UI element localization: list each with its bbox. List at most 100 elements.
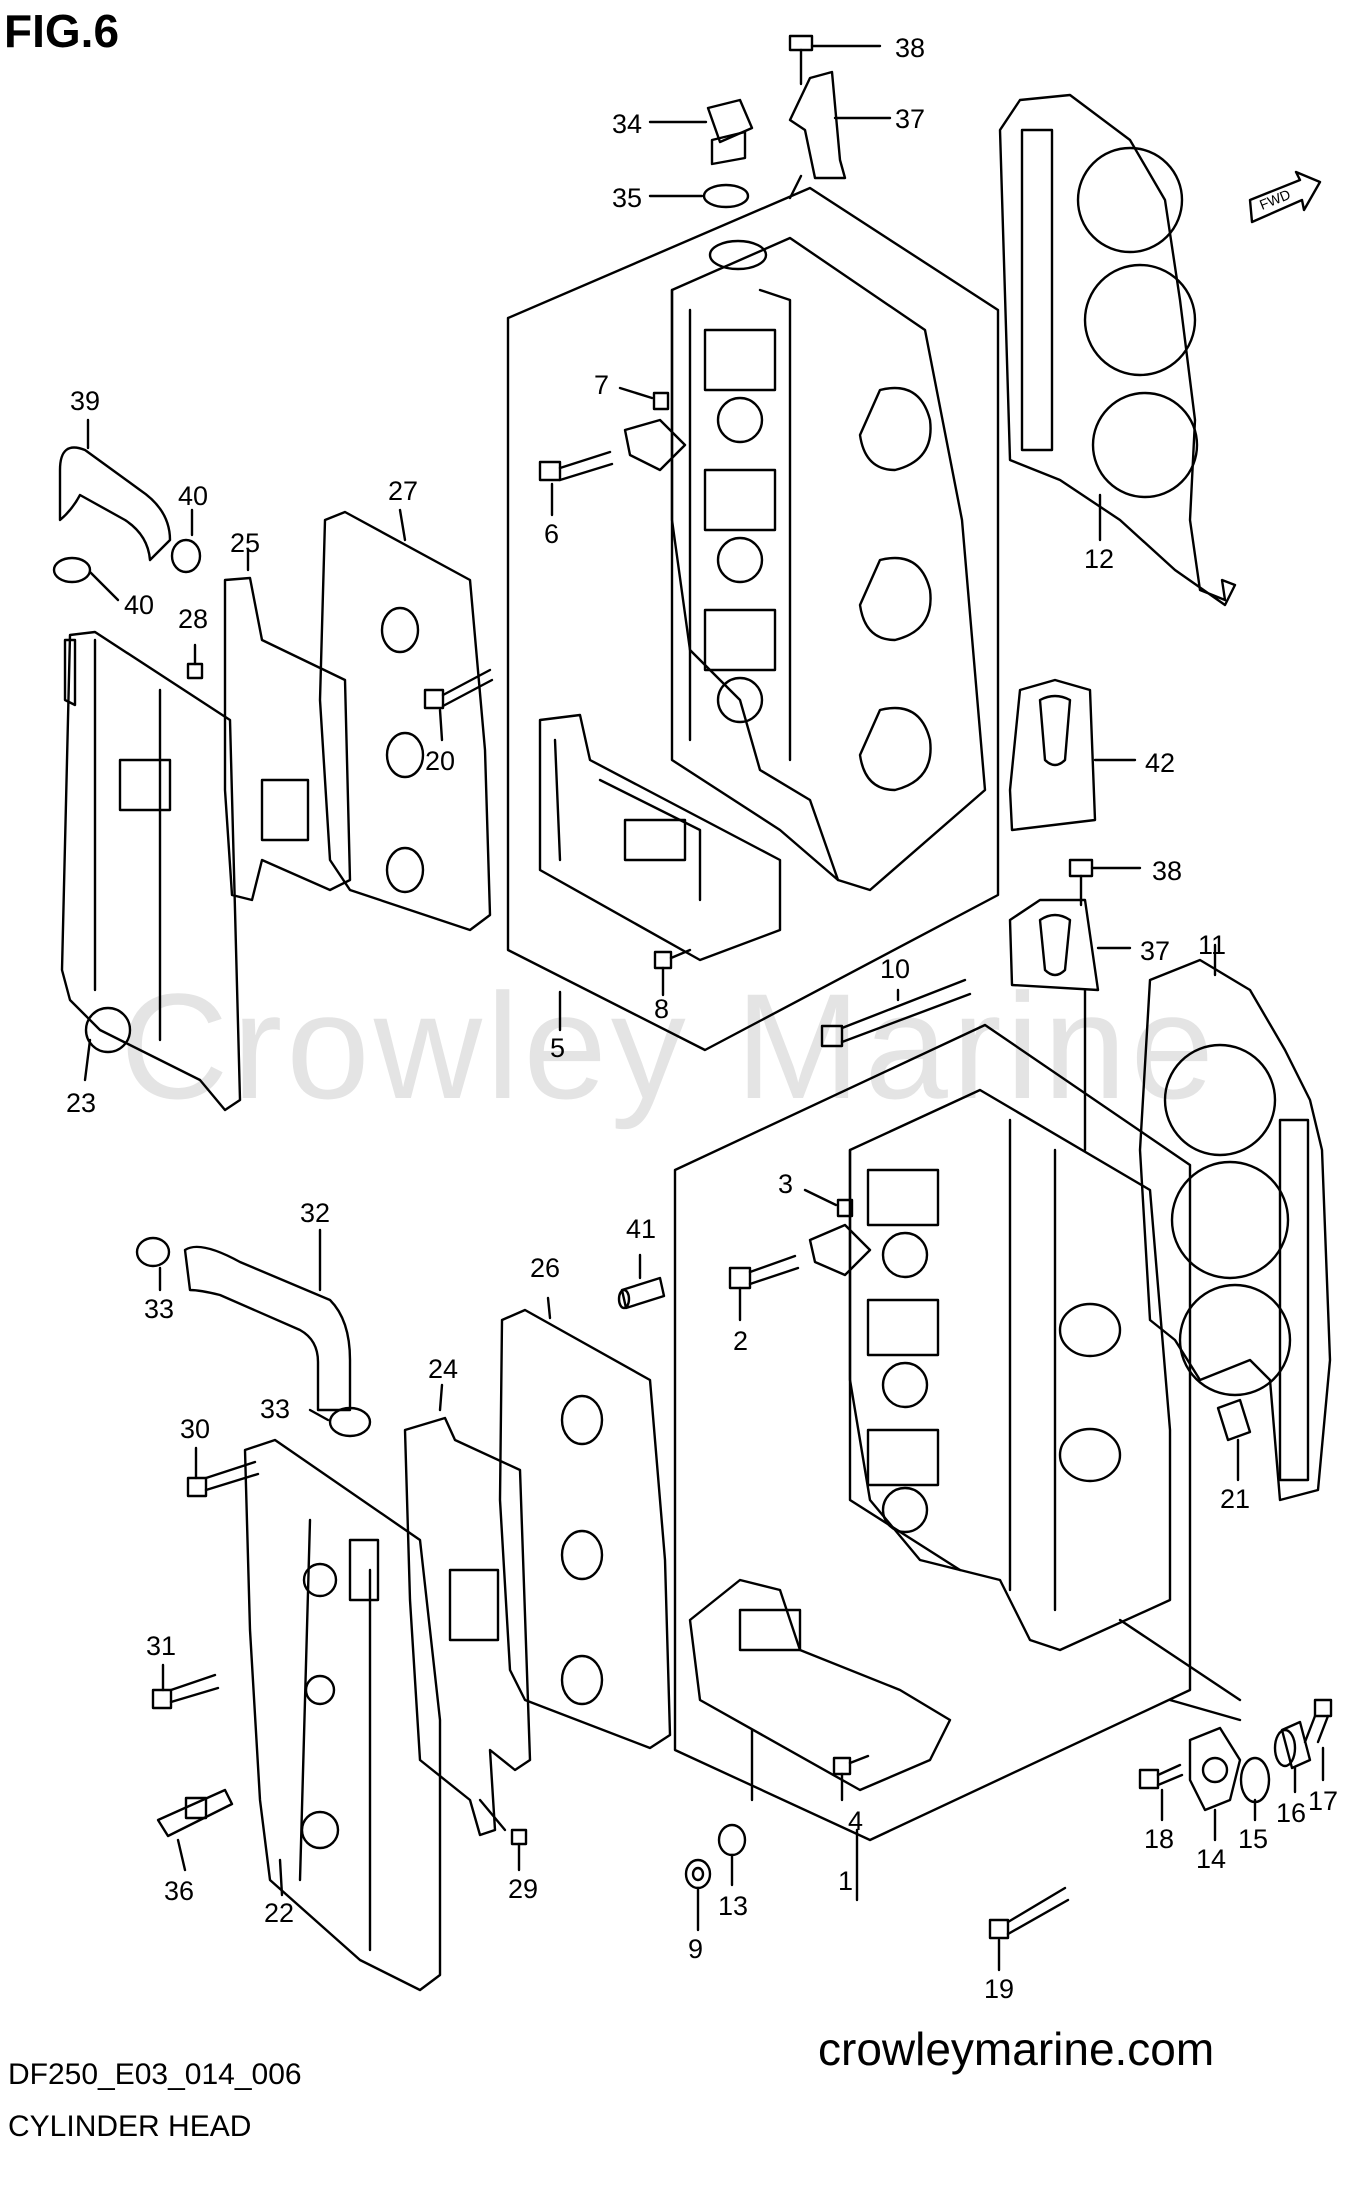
- callout-17: 17: [1308, 1786, 1338, 1816]
- bolt-19: [988, 1886, 1070, 1972]
- callout-35: 35: [612, 183, 642, 213]
- bolt-10: [820, 978, 972, 1048]
- website-text: crowleymarine.com: [818, 2023, 1215, 2075]
- plug-16: [1273, 1720, 1312, 1794]
- hose-32: [183, 1228, 352, 1412]
- cover-14: [1168, 1698, 1242, 1842]
- water-jacket-cover-23: [60, 630, 242, 1112]
- callout-10: 10: [880, 954, 910, 984]
- upper-cylinder-head: [538, 236, 987, 962]
- callout-41: 41: [626, 1214, 656, 1244]
- head-gasket-12: [998, 93, 1237, 607]
- callout-38-middle: 38: [1152, 856, 1182, 886]
- clamp-40-lower: [52, 556, 120, 602]
- callout-38-top: 38: [895, 33, 925, 63]
- callout-42: 42: [1145, 748, 1175, 778]
- cylinder-head-cover-gasket-26: [498, 1296, 672, 1750]
- diagram-name: CYLINDER HEAD: [8, 2110, 252, 2143]
- bracket-37-top: [788, 70, 892, 200]
- callout-40-lower: 40: [124, 590, 154, 620]
- callout-30: 30: [180, 1414, 210, 1444]
- bolt-2: [728, 1254, 800, 1322]
- bracket-37-middle: [1008, 898, 1132, 1152]
- figure-title: FIG.6: [4, 5, 120, 57]
- water-jacket-cover-22: [243, 1438, 442, 1992]
- callout-32: 32: [300, 1198, 330, 1228]
- callout-1: 1: [838, 1866, 853, 1896]
- callout-13: 13: [718, 1891, 748, 1921]
- callout-3: 3: [778, 1169, 793, 1199]
- callout-21: 21: [1220, 1484, 1250, 1514]
- clamp-33-left: [135, 1236, 171, 1292]
- callout-7: 7: [594, 370, 609, 400]
- sensor-36: [156, 1788, 234, 1872]
- callout-9: 9: [688, 1934, 703, 1964]
- bolt-4: [832, 1754, 870, 1802]
- callout-26: 26: [530, 1253, 560, 1283]
- fwd-arrow-icon: FWD: [1248, 170, 1322, 224]
- hose-39: [58, 418, 172, 562]
- callout-33-left: 33: [144, 1294, 174, 1324]
- callout-12: 12: [1084, 544, 1114, 574]
- clamp-33-right: [308, 1406, 372, 1438]
- leader-14-frame: [1118, 1618, 1242, 1702]
- callout-27: 27: [388, 476, 418, 506]
- callout-14: 14: [1196, 1844, 1226, 1874]
- callout-36: 36: [164, 1876, 194, 1906]
- callout-31: 31: [146, 1631, 176, 1661]
- bolt-6: [538, 450, 614, 517]
- bolt-31: [151, 1663, 220, 1710]
- pin-28: [186, 643, 204, 680]
- bolt-18: [1138, 1763, 1184, 1822]
- bolt-8: [653, 948, 692, 997]
- dowel-pin-21: [1216, 1398, 1252, 1482]
- diagram-code: DF250_E03_014_006: [8, 2058, 302, 2091]
- callout-20: 20: [425, 746, 455, 776]
- o-ring-15: [1239, 1756, 1271, 1822]
- washer-13: [717, 1823, 747, 1887]
- bracket-42: [1008, 678, 1137, 832]
- callout-labels: 1 2 3 4 5 6 7 8 9 10 11 12 13 14 15 16 1…: [66, 33, 1338, 2004]
- callout-8: 8: [654, 994, 669, 1024]
- bolt-29: [478, 1798, 528, 1872]
- callout-11: 11: [1198, 930, 1226, 960]
- o-ring-35: [648, 183, 750, 209]
- callout-24: 24: [428, 1354, 458, 1384]
- oil-filler-cap-34: [648, 98, 754, 166]
- pin-3: [803, 1188, 872, 1277]
- bolt-30: [186, 1446, 260, 1498]
- callout-2: 2: [733, 1326, 748, 1356]
- lower-cylinder-head: [688, 1088, 1172, 1792]
- callout-37-top: 37: [895, 104, 925, 134]
- gasket-24: [403, 1383, 532, 1837]
- cylinder-head-cover-gasket-27: [318, 508, 492, 932]
- lower-head-assembly-frame: [673, 1023, 1192, 1842]
- callout-15: 15: [1238, 1824, 1268, 1854]
- callout-6: 6: [544, 519, 559, 549]
- callout-37-middle: 37: [1140, 936, 1170, 966]
- bolt-38-middle: [1068, 858, 1142, 907]
- bolt-17: [1303, 1698, 1333, 1782]
- watermark-text: Crowley Marine: [120, 962, 1218, 1130]
- pin-7: [618, 386, 687, 472]
- clamp-40-upper: [170, 508, 202, 574]
- bolt-38-top: [788, 34, 882, 86]
- callout-34: 34: [612, 109, 642, 139]
- callout-33-right: 33: [260, 1394, 290, 1424]
- callout-25: 25: [230, 528, 260, 558]
- nut-9: [684, 1858, 712, 1932]
- gasket-25: [223, 548, 352, 902]
- callout-5: 5: [550, 1033, 565, 1063]
- callout-19: 19: [984, 1974, 1014, 2004]
- callout-22: 22: [264, 1898, 294, 1928]
- upper-head-assembly-frame: [506, 186, 1000, 1052]
- callout-29: 29: [508, 1874, 538, 1904]
- callout-16: 16: [1276, 1798, 1306, 1828]
- callout-18: 18: [1144, 1824, 1174, 1854]
- bolt-20: [423, 668, 494, 742]
- callout-4: 4: [848, 1806, 863, 1836]
- callout-23: 23: [66, 1088, 96, 1118]
- callout-40-upper: 40: [178, 481, 208, 511]
